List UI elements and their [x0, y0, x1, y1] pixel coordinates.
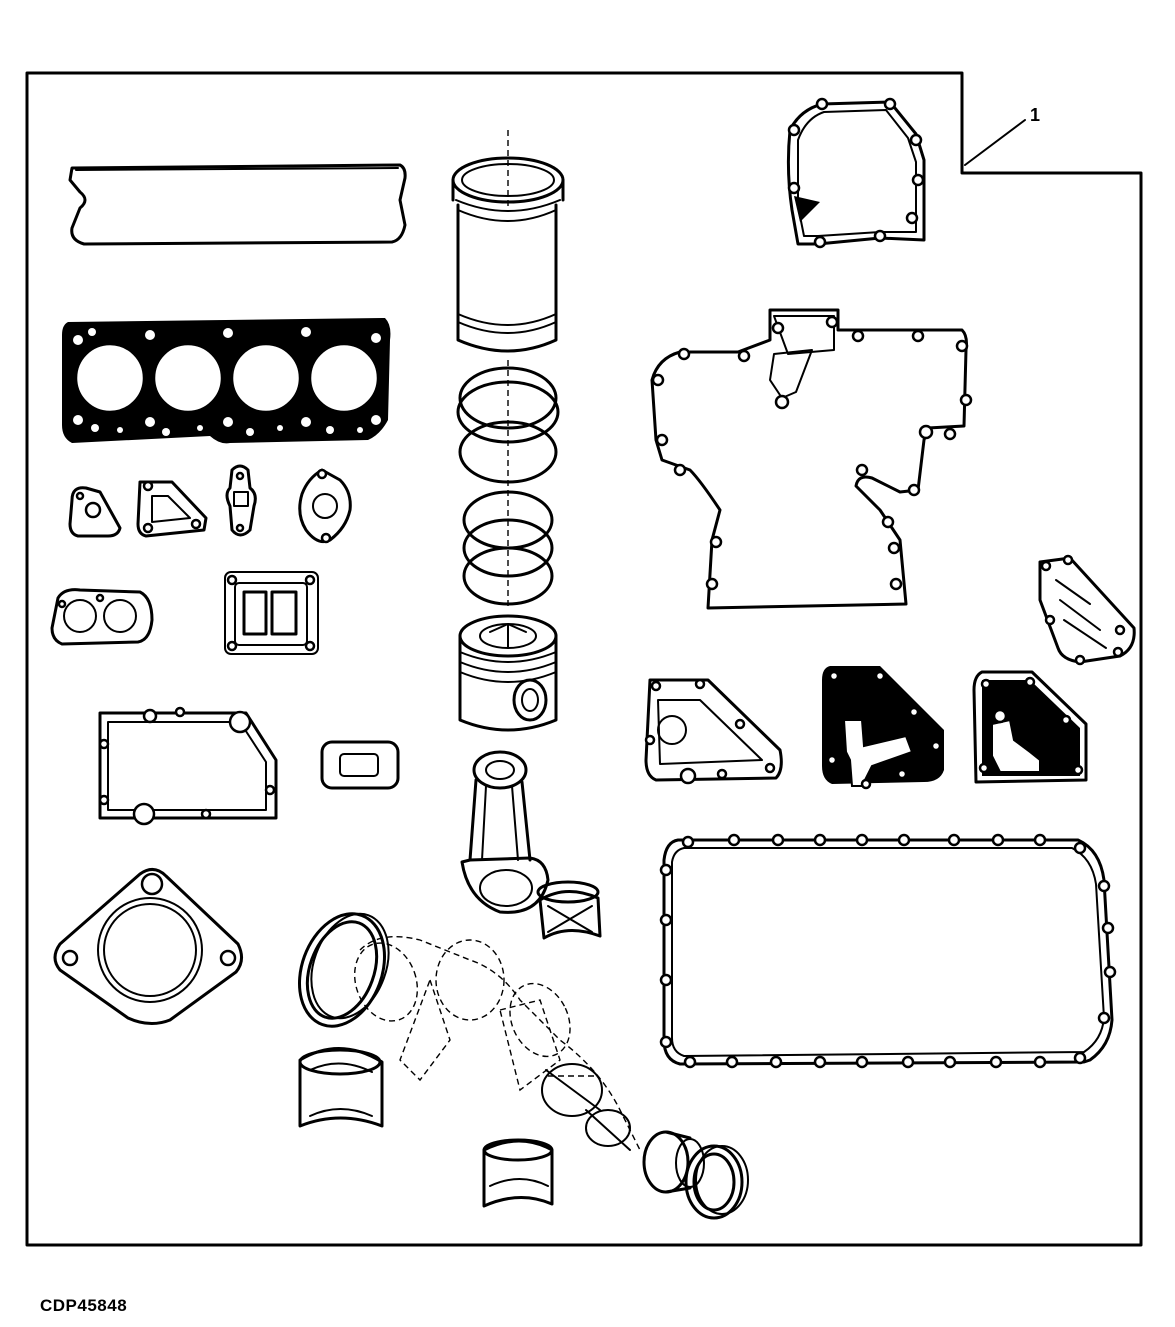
turbocharger-flange-gasket	[224, 571, 319, 655]
exhaust-port-gasket	[225, 464, 257, 537]
crankshaft	[353, 935, 641, 1151]
small-rectangular-gasket	[320, 740, 400, 790]
oil-pan-gasket	[659, 833, 1117, 1069]
thermostat-housing-gasket	[68, 486, 122, 538]
figure-id-label: CDP45848	[40, 1296, 128, 1315]
oil-cooler-gasket	[972, 670, 1088, 784]
piston-rings	[456, 360, 560, 610]
oil-filter-adapter-gasket	[50, 588, 154, 646]
main-bearing-shell-left	[298, 1047, 384, 1128]
flywheel-housing-gasket	[786, 97, 926, 249]
water-outlet-gasket	[136, 480, 208, 538]
front-crankshaft-seal	[297, 912, 390, 1028]
water-pump-gasket	[53, 868, 243, 1025]
rocker-cover-gasket	[68, 163, 407, 246]
timing-gear-cover-gasket	[650, 308, 973, 610]
oil-filter-base-gasket	[644, 678, 783, 785]
water-manifold-gasket	[822, 666, 944, 790]
fuel-pump-gasket	[298, 468, 352, 544]
oil-pump-gasket	[1038, 554, 1136, 666]
callout-number: 1	[1030, 105, 1041, 125]
cylinder-head-gasket	[62, 318, 391, 444]
piston	[458, 614, 558, 732]
callout-leader-line	[964, 119, 1026, 166]
cylinder-liner	[451, 130, 565, 353]
kit-border	[25, 71, 1143, 1247]
rod-bearing-shells	[536, 880, 602, 940]
rear-crankshaft-seal	[684, 1144, 749, 1220]
main-bearing-shell-bottom	[482, 1138, 554, 1208]
connecting-rod	[460, 750, 550, 914]
oil-cooler-cover-gasket	[98, 706, 278, 826]
